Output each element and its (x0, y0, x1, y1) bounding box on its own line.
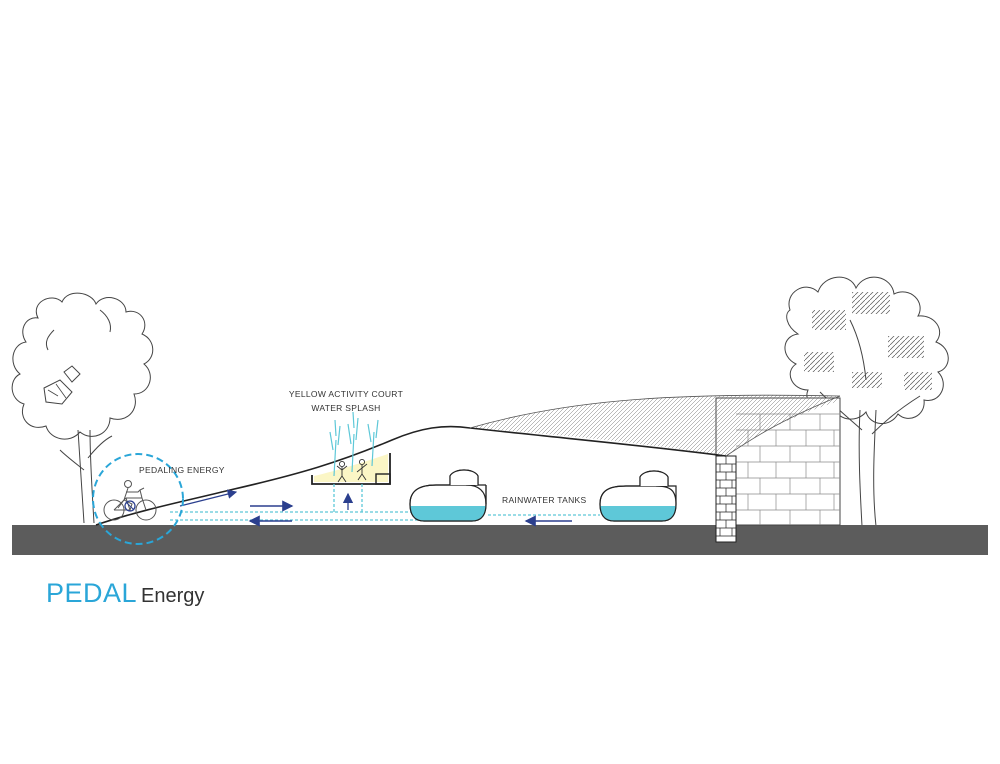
tree-left-icon (11, 292, 154, 524)
cyclist-icon (103, 480, 157, 521)
label-rainwater-tanks: RAINWATER TANKS (502, 495, 587, 505)
label-pedaling-energy: PEDALING ENERGY (139, 465, 225, 475)
pedal-highlight-circle (92, 453, 184, 545)
rainwater-tank-2 (599, 470, 677, 522)
caption-main: PEDAL (46, 578, 138, 608)
label-activity-court-line1: YELLOW ACTIVITY COURT (289, 389, 403, 399)
rainwater-tank-1 (409, 469, 487, 522)
flow-arrow-icon (248, 500, 572, 527)
caption-sub: Energy (141, 585, 205, 607)
activity-court (311, 411, 391, 510)
fountain-jet-icon (329, 411, 379, 477)
ground-slab (12, 525, 988, 555)
tree-right-icon (784, 276, 949, 527)
water-pipes (170, 484, 600, 521)
label-activity-court-line2: WATER SPLASH (311, 403, 380, 413)
green-roof-slope (95, 394, 841, 526)
child-figure-icon (336, 458, 368, 483)
